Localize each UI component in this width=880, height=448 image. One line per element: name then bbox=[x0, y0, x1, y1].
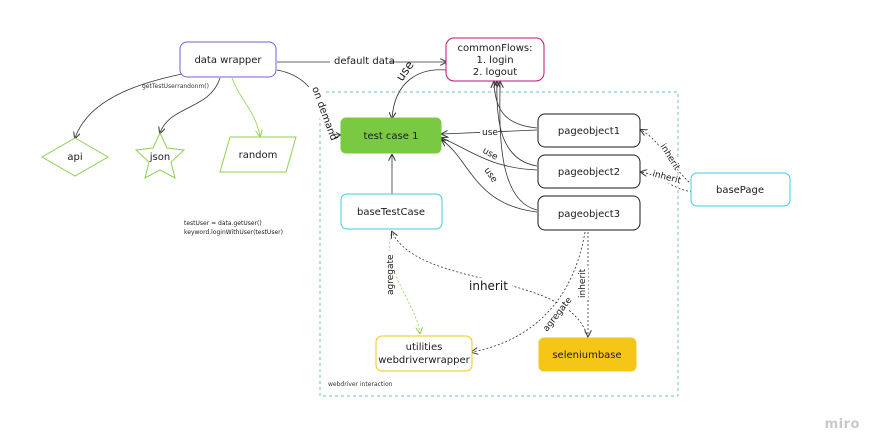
frame-label: webdriver interaction bbox=[328, 381, 393, 388]
label-inherit-po2: inherit bbox=[651, 169, 682, 186]
edge-po2-commonflows[interactable] bbox=[497, 82, 538, 167]
note-line1: testUser = data.getUser() bbox=[184, 220, 262, 227]
label-inherit-po1: inherit bbox=[657, 142, 681, 172]
label-inherit-vertical: inherit bbox=[578, 268, 588, 298]
svg-text:random: random bbox=[239, 150, 278, 161]
node-data-wrapper[interactable]: data wrapper bbox=[179, 41, 277, 78]
miro-watermark: miro bbox=[824, 417, 860, 432]
webdriver-frame[interactable] bbox=[319, 91, 679, 397]
label-get-random: getTestUserrandonm() bbox=[142, 83, 209, 90]
label-use-po2: use bbox=[481, 146, 500, 163]
label-default-data: default data bbox=[334, 56, 395, 67]
edge-agregate-basetestcase[interactable] bbox=[389, 229, 420, 333]
label-agregate-pageobject3: agregate bbox=[541, 295, 574, 333]
label-use-po3: use bbox=[482, 166, 500, 185]
svg-text:baseTestCase: baseTestCase bbox=[357, 207, 425, 218]
edge-po1-commonflows[interactable] bbox=[494, 82, 538, 129]
edge-po3-testcase[interactable] bbox=[442, 140, 538, 213]
svg-text:utilities: utilities bbox=[406, 342, 443, 353]
node-pageobject2[interactable]: pageobject2 bbox=[537, 154, 641, 189]
node-base-test-case[interactable]: baseTestCase bbox=[340, 193, 443, 230]
label-on-demand: on demand bbox=[309, 85, 339, 142]
node-random[interactable]: random bbox=[219, 136, 297, 173]
svg-text:webdriverwrapper: webdriverwrapper bbox=[378, 355, 470, 366]
svg-text:1. login: 1. login bbox=[476, 55, 513, 66]
star-icon bbox=[134, 131, 186, 179]
svg-text:pageobject3: pageobject3 bbox=[558, 209, 620, 220]
label-use-po1: use bbox=[482, 128, 498, 138]
svg-text:data wrapper: data wrapper bbox=[194, 55, 262, 66]
label-inherit-big: inherit bbox=[469, 279, 508, 293]
node-test-case[interactable]: test case 1 bbox=[340, 117, 442, 154]
node-base-page[interactable]: basePage bbox=[690, 172, 791, 207]
svg-text:2. logout: 2. logout bbox=[473, 67, 517, 78]
svg-text:json: json bbox=[149, 152, 170, 163]
node-pageobject1[interactable]: pageobject1 bbox=[537, 113, 641, 148]
edge-agregate-pageobject3[interactable] bbox=[472, 231, 586, 352]
edge-po3-commonflows[interactable] bbox=[500, 82, 538, 211]
node-common-flows[interactable]: commonFlows: 1. login 2. logout bbox=[445, 37, 545, 82]
note-line2: keyword.loginWithUser(testUser) bbox=[184, 229, 283, 236]
svg-text:seleniumbase: seleniumbase bbox=[552, 350, 621, 361]
svg-text:api: api bbox=[67, 152, 82, 163]
svg-text:pageobject1: pageobject1 bbox=[558, 126, 620, 137]
edge-to-json[interactable] bbox=[160, 77, 221, 133]
svg-text:basePage: basePage bbox=[716, 185, 764, 196]
node-json[interactable]: json bbox=[134, 131, 186, 179]
node-utilities[interactable]: utilities webdriverwrapper bbox=[375, 335, 473, 372]
node-pageobject3[interactable]: pageobject3 bbox=[537, 195, 641, 231]
edge-po2-testcase[interactable] bbox=[442, 138, 538, 171]
edge-inherit-big[interactable] bbox=[392, 232, 589, 339]
label-agregate-basetestcase: agregate bbox=[386, 254, 396, 295]
svg-text:test case 1: test case 1 bbox=[364, 131, 419, 142]
node-api[interactable]: api bbox=[40, 137, 110, 177]
svg-text:commonFlows:: commonFlows: bbox=[458, 43, 533, 54]
node-selenium-base[interactable]: seleniumbase bbox=[538, 337, 637, 372]
edge-to-random[interactable] bbox=[231, 77, 260, 136]
edge-to-api[interactable] bbox=[75, 71, 193, 138]
edge-use-commonflows[interactable] bbox=[392, 69, 447, 118]
svg-text:pageobject2: pageobject2 bbox=[558, 167, 620, 178]
